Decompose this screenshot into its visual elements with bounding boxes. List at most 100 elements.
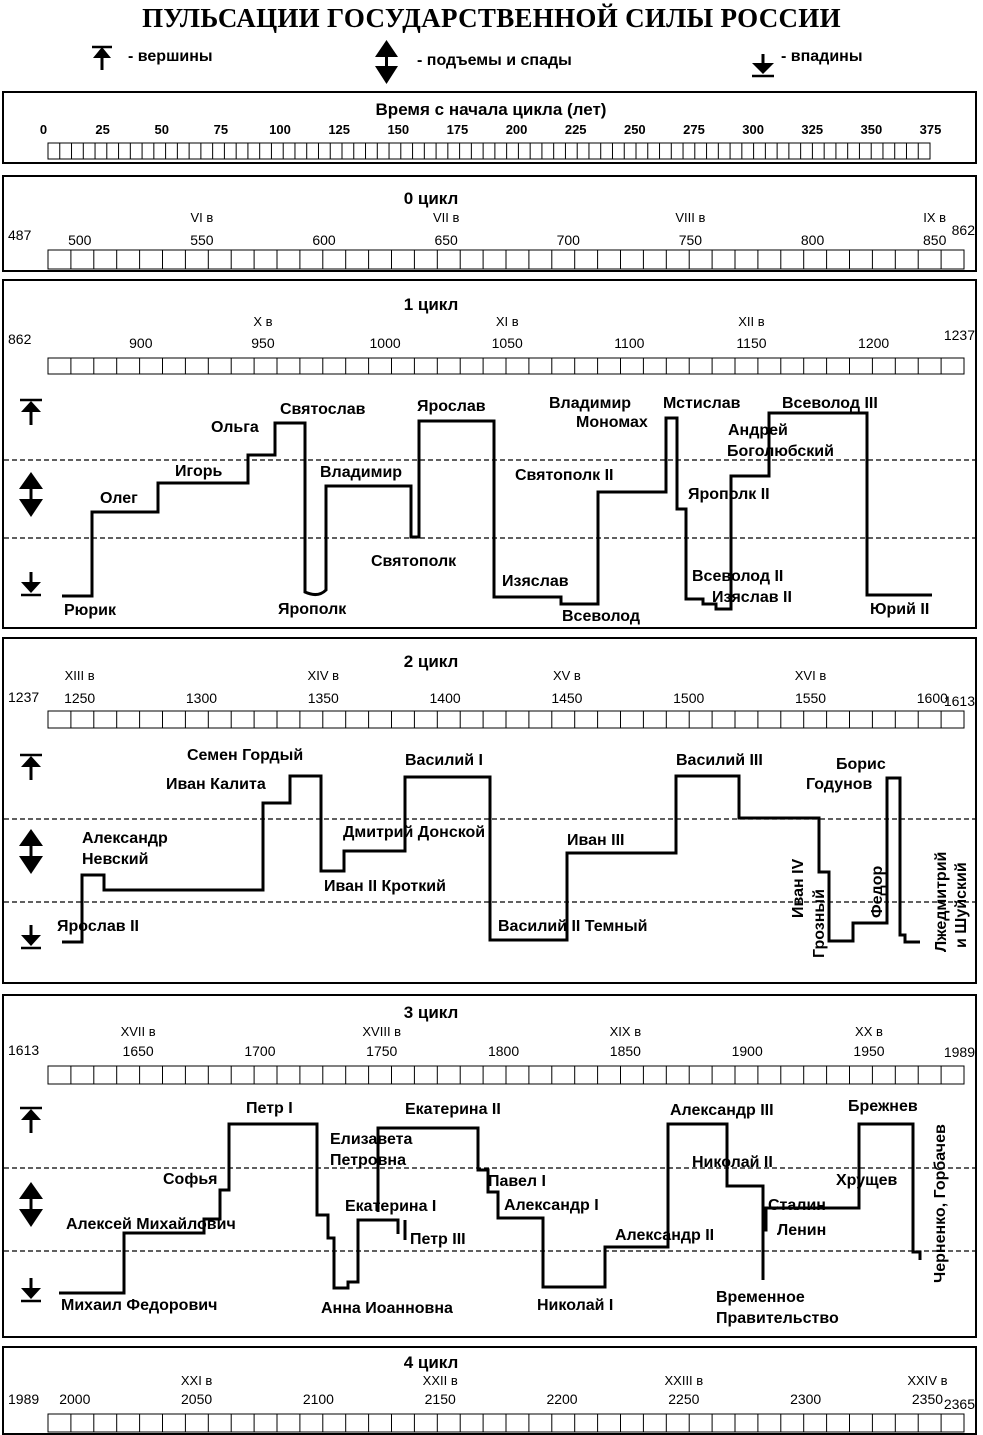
cycle-3-curve [59,1122,922,1295]
peak-icon [20,1106,42,1133]
ruler-label: Грозный [811,889,828,958]
trough-icon [21,925,41,950]
century-label: XXII в [423,1373,458,1388]
cycle-4-panel [2,1346,977,1435]
cycle-ruler [47,1065,965,1085]
ruler-label: Екатерина II [405,1101,501,1118]
century-label: XI в [496,314,519,329]
trough-icon [21,1278,41,1303]
time-tick-label: 200 [506,122,528,137]
cycle-start-year: 1613 [8,1042,39,1058]
century-label: XVI в [795,668,827,683]
time-tick-label: 100 [269,122,291,137]
time-tick-label: 0 [40,122,47,137]
ruler-label: Рюрик [64,602,117,619]
ruler-label: Алексей Михайлович [66,1216,236,1233]
ruler-label: Семен Гордый [187,747,303,764]
cycle-start-year: 1237 [8,689,39,705]
ruler-label: Борис [836,756,886,773]
year-label: 1250 [64,690,95,706]
time-tick-label: 375 [920,122,942,137]
ruler-label: Хрущев [836,1172,898,1189]
ruler-label: Ярослав II [57,918,139,935]
ruler-label: Петр I [246,1100,293,1117]
century-label: XIX в [610,1024,642,1039]
ruler-label: Василий II Темный [498,918,647,935]
ruler-label: Александр III [670,1102,774,1119]
ruler-label: Святополк II [515,467,613,484]
ruler-label: Ленин [777,1222,826,1239]
year-label: 2100 [303,1391,334,1407]
ruler-label: Невский [82,851,148,868]
time-tick-label: 225 [565,122,587,137]
time-tick-label: 325 [801,122,823,137]
trough-icon [21,572,41,597]
cycle-title: 4 цикл [404,1353,459,1372]
cycle-end-year: 862 [952,222,976,238]
time-tick-label: 250 [624,122,646,137]
legend-rises-falls: - подъемы и спады [417,52,572,69]
century-label: XII в [738,314,765,329]
century-label: XVII в [121,1024,156,1039]
century-label: XXIII в [664,1373,703,1388]
century-label: VI в [190,210,213,225]
year-label: 650 [434,232,458,248]
year-label: 1900 [732,1043,763,1059]
time-tick-label: 175 [447,122,469,137]
ruler-label: Василий III [676,752,763,769]
year-label: 1450 [551,690,582,706]
cycle-title: 3 цикл [404,1003,459,1022]
century-label: XX в [855,1024,883,1039]
year-label: 2050 [181,1391,212,1407]
century-label: XXIV в [907,1373,947,1388]
ruler-label: Ярослав [417,398,486,415]
cycle-ruler [47,249,965,270]
time-tick-label: 300 [742,122,764,137]
cycle-ruler [47,357,965,375]
ruler-label: Годунов [806,776,873,793]
century-label: XVIII в [362,1024,401,1039]
ruler-label: Петр III [410,1231,466,1248]
ruler-label: Правительство [716,1310,839,1327]
page-title: ПУЛЬСАЦИИ ГОСУДАРСТВЕННОЙ СИЛЫ РОССИИ [142,3,841,33]
ruler-label: Всеволод III [782,395,878,412]
century-label: XXI в [181,1373,213,1388]
century-label: VII в [433,210,460,225]
century-label: VIII в [675,210,705,225]
cycle-1-panel [2,279,977,629]
cycle-start-year: 862 [8,331,32,347]
ruler-label: Ярополк II [688,486,770,503]
ruler-label: Святополк [371,553,457,570]
ruler-label: Александр I [504,1197,599,1214]
rise-fall-icon [19,472,43,517]
ruler-label: Всеволод II [692,568,783,585]
cycle-2-curve [62,774,920,944]
peak-icon [20,398,42,425]
cycle-ruler [47,1413,965,1433]
century-label: X в [253,314,272,329]
year-label: 1000 [370,335,401,351]
year-label: 900 [129,335,153,351]
year-label: 1700 [244,1043,275,1059]
peak-icon [20,753,42,780]
year-label: 1550 [795,690,826,706]
year-label: 2150 [425,1391,456,1407]
year-label: 500 [68,232,92,248]
cycle-3-panel [2,994,977,1338]
ruler-label: Лжедмитрий [933,852,950,952]
year-label: 1750 [366,1043,397,1059]
legend-troughs: - впадины [781,48,863,65]
ruler-label: Петровна [330,1152,406,1169]
cycle-start-year: 1989 [8,1391,39,1407]
ruler-label: Изяслав II [712,589,792,606]
century-label: XIII в [65,668,95,683]
ruler-label: Всеволод [562,608,640,625]
year-label: 1650 [123,1043,154,1059]
ruler-label: Федор [869,866,886,918]
ruler-label: Михаил Федорович [61,1297,217,1314]
ruler-label: Елизавета [330,1131,412,1148]
time-tick-label: 75 [214,122,228,137]
rise-fall-icon [19,1182,43,1227]
ruler-label: Николай I [537,1297,613,1314]
